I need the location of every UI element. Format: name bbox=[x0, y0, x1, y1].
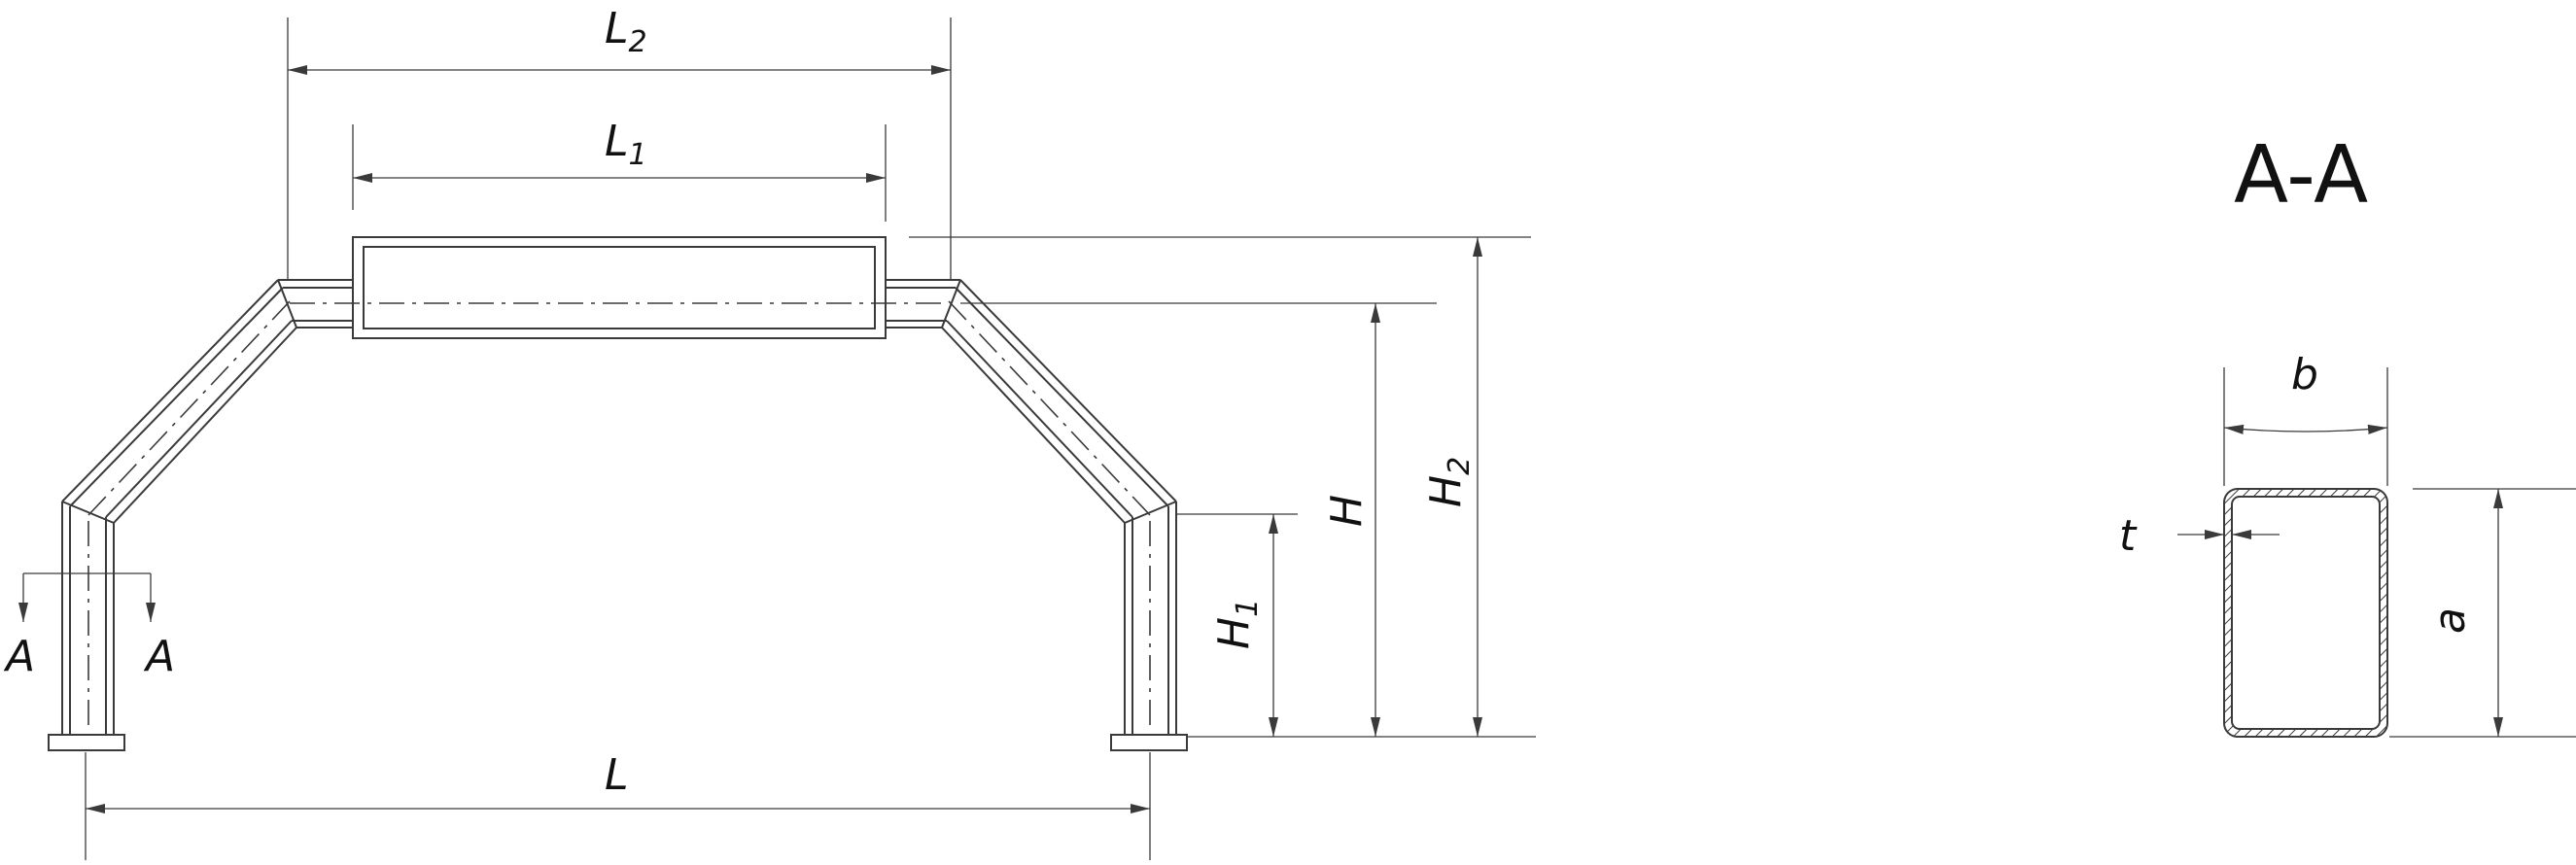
section-title: A-A bbox=[2234, 129, 2368, 222]
dimension-L1-label: L1 bbox=[605, 117, 647, 172]
left-leg bbox=[61, 502, 115, 735]
dimension-L-label: L bbox=[605, 750, 629, 800]
left-foot-plate bbox=[48, 734, 125, 751]
dimension-b-line bbox=[2223, 424, 2388, 434]
dimension-H1-label: H1 bbox=[1209, 599, 1265, 649]
dimension-H2-label: H2 bbox=[1421, 457, 1477, 507]
right-leg bbox=[1124, 502, 1177, 735]
dimension-t-label: t bbox=[2119, 511, 2138, 561]
dimension-H-label: H bbox=[1322, 495, 1372, 527]
dimension-b-label: b bbox=[2291, 350, 2318, 399]
left-top-member bbox=[278, 279, 353, 329]
dimension-L2-label: L2 bbox=[605, 4, 647, 59]
extension-lines bbox=[85, 17, 1536, 860]
dimension-a-label: a bbox=[2425, 607, 2475, 634]
tube-cross-section bbox=[2223, 488, 2388, 738]
right-diagonal-member bbox=[941, 279, 1177, 524]
right-foot-plate bbox=[1110, 734, 1188, 751]
section-cut-marks: A A bbox=[3, 572, 175, 681]
top-sleeve bbox=[352, 236, 887, 339]
right-top-member bbox=[886, 279, 960, 329]
left-diagonal-member bbox=[61, 279, 297, 524]
section-mark-left: A bbox=[3, 632, 35, 681]
frame-outline bbox=[48, 236, 1188, 751]
section-mark-right: A bbox=[143, 632, 175, 681]
